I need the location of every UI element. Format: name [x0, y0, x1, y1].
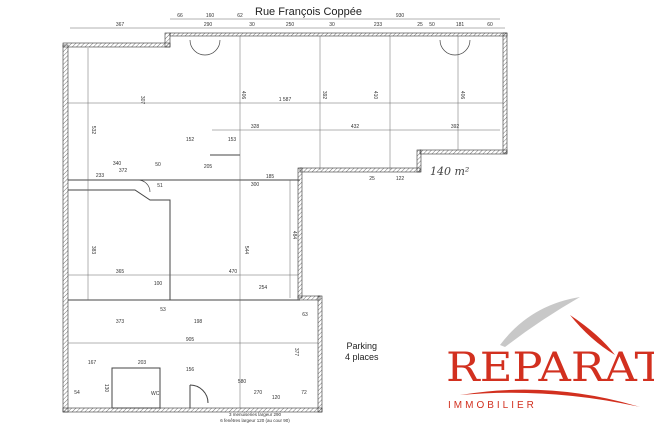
dimension-label: 156 — [186, 367, 195, 373]
dimension-label: 181 — [456, 22, 465, 28]
dimension-label: 198 — [194, 319, 203, 325]
dimension-label: 167 — [88, 360, 97, 366]
dimension-label: 406 — [459, 91, 465, 100]
dimension-label: 406 — [240, 91, 246, 100]
dimension-label: 1 587 — [279, 97, 292, 103]
reparat-logo: REPARAT IMMOBILIER — [440, 295, 654, 415]
dimension-label: 152 — [186, 137, 195, 143]
dimension-label: 50 — [429, 22, 435, 28]
dimension-label: 300 — [251, 182, 260, 188]
dimension-label: 72 — [301, 390, 307, 396]
dimension-label: 905 — [186, 337, 195, 343]
dimension-label: 328 — [251, 124, 260, 130]
dimension-label: 60 — [487, 22, 493, 28]
handwritten-area: 140 m² — [430, 165, 470, 178]
dimension-label: 30 — [249, 22, 255, 28]
dimension-labels: 66 160 62 930 367 290 30 250 30 233 25 50 181 60 1 587… — [74, 13, 493, 401]
dimension-label: 100 — [154, 281, 163, 287]
dimension-label: 372 — [119, 168, 128, 174]
dimension-label: 383 — [90, 246, 96, 255]
logo-brand: REPARAT — [446, 345, 654, 391]
exterior-walls — [62, 32, 508, 413]
dimension-lines — [68, 18, 505, 408]
wc-label: WC — [151, 391, 160, 397]
dimension-label: 153 — [228, 137, 237, 143]
dimension-label: 66 — [177, 13, 183, 19]
street-name: Rue François Coppée — [255, 6, 363, 18]
note-line: 6 fenêtres largeur 120 (au cour 90) — [220, 418, 290, 423]
parking-places: 4 places — [345, 352, 379, 362]
dimension-label: 290 — [204, 22, 213, 28]
dimension-label: 205 — [204, 164, 213, 170]
dimension-label: 53 — [160, 307, 166, 313]
dimension-label: 470 — [229, 269, 238, 275]
dimension-label: 63 — [302, 312, 308, 318]
dimension-label: 254 — [259, 285, 268, 291]
dimension-label: 120 — [272, 395, 281, 401]
plan-notes: 3 menuiseries largeur 290 6 fenêtres lar… — [215, 412, 295, 424]
logo-tagline: IMMOBILIER — [448, 400, 537, 411]
dimension-label: 270 — [254, 390, 263, 396]
dimension-label: 160 — [206, 13, 215, 19]
dimension-label: 25 — [369, 176, 375, 182]
dimension-label: 30 — [329, 22, 335, 28]
note-line: 3 menuiseries largeur 290 — [228, 412, 282, 417]
dimension-label: 377 — [293, 348, 299, 357]
dimension-label: 365 — [116, 269, 125, 275]
dimension-label: 930 — [396, 13, 405, 19]
doors — [137, 39, 471, 193]
dimension-label: 233 — [96, 173, 105, 179]
dimension-label: 54 — [74, 390, 80, 396]
dimension-label: 185 — [266, 174, 275, 180]
dimension-label: 122 — [396, 176, 405, 182]
dimension-label: 62 — [237, 13, 243, 19]
dimension-label: 432 — [351, 124, 360, 130]
dimension-label: 203 — [138, 360, 147, 366]
interior-walls — [68, 154, 300, 409]
dimension-label: 392 — [451, 124, 460, 130]
dimension-label: 50 — [155, 162, 161, 168]
logo-swoosh-icon — [460, 297, 640, 407]
dimension-label: 410 — [372, 91, 378, 100]
dimension-label: 544 — [243, 246, 249, 255]
parking-label: Parking 4 places — [345, 341, 379, 363]
dimension-label: 307 — [139, 96, 145, 105]
dimension-label: 373 — [116, 319, 125, 325]
dimension-label: 580 — [238, 379, 247, 385]
dimension-label: 392 — [321, 91, 327, 100]
dimension-label: 340 — [113, 161, 122, 167]
dimension-label: 51 — [157, 183, 163, 189]
dimension-label: 250 — [286, 22, 295, 28]
dimension-label: 367 — [116, 22, 125, 28]
dimension-label: 233 — [374, 22, 383, 28]
dimension-label: 25 — [417, 22, 423, 28]
dimension-label: 484 — [291, 231, 297, 240]
parking-title: Parking — [346, 341, 378, 351]
dimension-label: 532 — [90, 126, 96, 135]
dimension-label: 130 — [103, 384, 109, 393]
